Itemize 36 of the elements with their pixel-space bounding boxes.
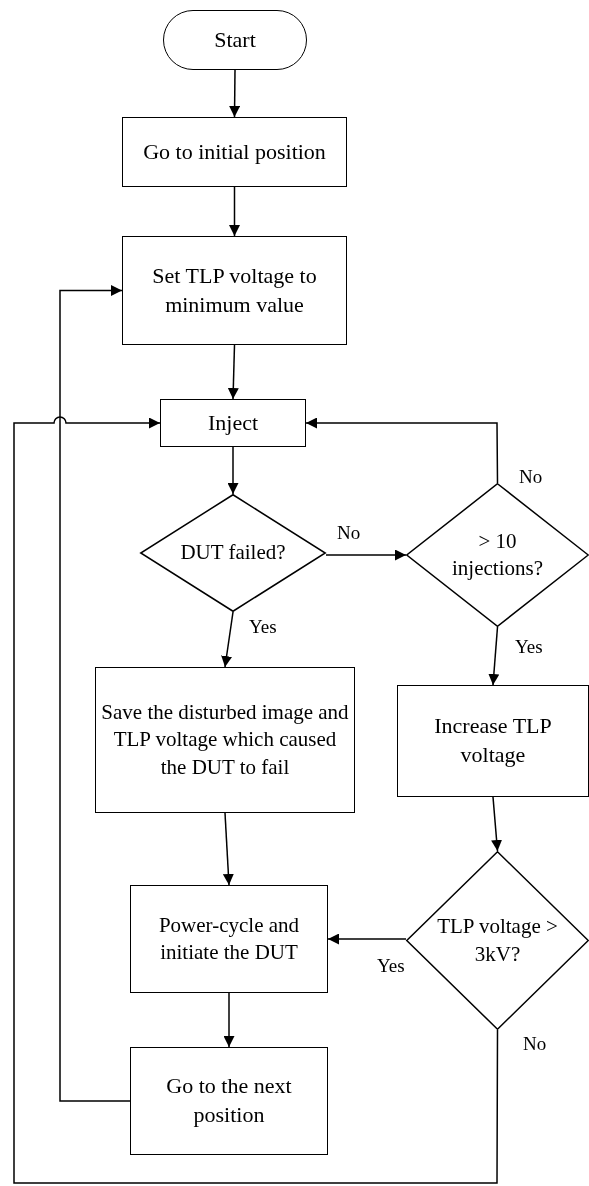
process-box — [95, 667, 355, 813]
node-text: TLP voltage > 3kV? — [436, 913, 559, 968]
decision-diamond — [406, 851, 589, 1030]
node-text: Inject — [207, 408, 259, 437]
process-box — [160, 399, 306, 447]
process-box — [122, 117, 347, 187]
node-text: Start — [214, 25, 256, 54]
start-terminal — [163, 10, 307, 70]
arrow — [222, 812, 234, 886]
node-text: Power-cycle and initiate the DUT — [157, 911, 301, 966]
arrow — [229, 69, 241, 118]
node-text: Save the disturbed image and TLP voltage which caused the DUT to fail — [100, 699, 350, 781]
decision-diamond — [140, 494, 326, 612]
process-box — [397, 685, 589, 797]
node-text: Go to initial position — [143, 137, 326, 166]
arrow — [327, 933, 407, 945]
arrow — [227, 344, 239, 400]
process-box — [122, 236, 347, 345]
arrow — [59, 285, 131, 1102]
node-text: Go to the next position — [165, 1072, 293, 1129]
arrow — [221, 611, 234, 668]
node-text: Set TLP voltage to minimum value — [151, 261, 318, 319]
arrow — [229, 186, 240, 237]
arrow — [491, 796, 503, 852]
process-box — [130, 885, 328, 993]
arrow — [223, 992, 235, 1048]
arrow — [227, 446, 239, 495]
decision-diamond — [406, 483, 589, 627]
node-text: DUT failed? — [180, 539, 286, 567]
process-box — [130, 1047, 328, 1155]
arrow — [488, 626, 500, 686]
node-text: Increase TLP voltage — [433, 712, 553, 769]
arrow — [13, 416, 499, 1184]
arrow — [325, 549, 407, 561]
arrow — [305, 417, 499, 484]
node-text: > 10 injections? — [451, 527, 544, 582]
